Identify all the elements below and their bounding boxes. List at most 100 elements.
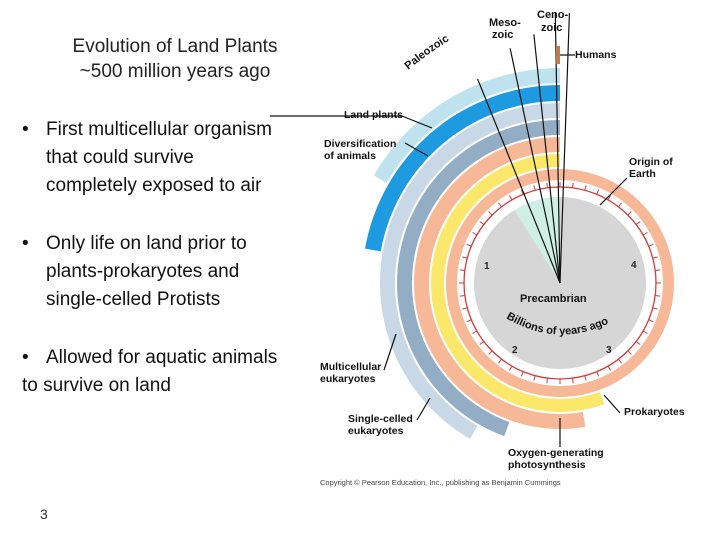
dial-tick xyxy=(509,365,513,371)
band-multicellular-eukaryotes xyxy=(380,103,560,439)
dial-tick xyxy=(459,269,465,271)
bullet-line: that could survive xyxy=(46,147,194,168)
slide-title-line-2: ~500 million years ago xyxy=(79,61,271,82)
dial-tick xyxy=(533,375,536,381)
leader-multicellular xyxy=(383,333,397,371)
label-single-celled-2: eukaryotes xyxy=(348,425,404,437)
band-salmon-tail xyxy=(554,412,586,429)
copyright-text: Copyright © Pearson Education, Inc., pub… xyxy=(320,478,561,487)
dial-tick xyxy=(509,195,513,201)
dial-number: 4 xyxy=(631,260,637,271)
bullet-dot: • xyxy=(22,347,29,368)
band-single-celled-eukaryotes xyxy=(397,120,560,437)
dial-tick xyxy=(488,350,493,355)
label-multicellular-1: Multicellular xyxy=(320,361,381,373)
label-multicellular-2: eukaryotes xyxy=(320,373,376,385)
bullet-line: First multicellular organism xyxy=(46,119,272,140)
humans-marker xyxy=(556,46,560,64)
dial-tick xyxy=(655,295,661,297)
bullet-line: to survive on land xyxy=(22,375,171,396)
dial-tick xyxy=(618,202,622,208)
radial-line-2 xyxy=(533,34,561,284)
era-paleozoic: Paleozoic xyxy=(403,33,452,73)
label-precambrian: Precambrian xyxy=(520,293,587,305)
slide-title-line-1: Evolution of Land Plants xyxy=(72,36,278,57)
dial-tick xyxy=(596,371,600,377)
dial-tick xyxy=(642,232,648,236)
dial-tick xyxy=(642,330,648,334)
leader-land-plants-3 xyxy=(401,115,433,129)
label-oxygen-1: Oxygen-generating xyxy=(508,447,604,459)
dial-tick xyxy=(462,256,468,259)
dial-tick xyxy=(479,341,485,345)
dial-tick xyxy=(546,378,548,384)
paleozoic-wedge xyxy=(514,197,560,283)
dial-tick xyxy=(596,189,600,195)
dial-tick xyxy=(618,358,622,364)
dial-tick xyxy=(459,295,465,297)
radial-line-1 xyxy=(509,48,561,284)
slide-title: Evolution of Land Plants ~500 million ye… xyxy=(40,34,310,84)
dial-tick xyxy=(520,189,524,195)
dial-tick xyxy=(520,371,524,377)
label-humans: Humans xyxy=(575,49,617,61)
dial-tick xyxy=(635,341,641,345)
label-single-celled-1: Single-celled xyxy=(348,413,413,425)
bullet-item: • Allowed for aquatic animals to survive… xyxy=(22,344,277,400)
dial-tick xyxy=(652,256,658,259)
dial-tick xyxy=(462,307,468,310)
leader-origin xyxy=(599,177,628,206)
dial-tick xyxy=(533,185,536,191)
label-diversification-1: Diversification xyxy=(324,138,396,150)
dial-tick xyxy=(648,243,654,247)
dial-tick xyxy=(546,182,548,188)
band-land-plants-outer xyxy=(373,68,560,183)
dial-tick xyxy=(472,330,478,334)
dial-tick xyxy=(472,232,478,236)
dial-tick xyxy=(572,378,574,384)
leader-single-celled xyxy=(416,397,431,421)
dial-tick xyxy=(498,202,502,208)
dial-tick xyxy=(652,307,658,310)
bullet-line: Allowed for aquatic animals xyxy=(46,347,278,368)
era-cenozoic-1: Ceno- xyxy=(537,9,569,21)
bullet-line: plants-prokaryotes and xyxy=(46,261,240,282)
label-oxygen-2: photosynthesis xyxy=(508,459,586,471)
bullet-dot: • xyxy=(22,119,29,140)
leader-prokaryotes xyxy=(603,394,621,414)
label-land-plants: Land plants xyxy=(344,109,403,121)
label-origin-2: Earth xyxy=(629,168,656,180)
page-number: 3 xyxy=(40,506,48,522)
dial-tick xyxy=(648,319,654,323)
dial-tick xyxy=(607,365,611,371)
dial-tick xyxy=(627,211,632,216)
dial-tick xyxy=(498,358,502,364)
label-origin-1: Origin of xyxy=(629,156,673,168)
dial-tick xyxy=(466,243,472,247)
era-mesozoic-2: zoic xyxy=(492,29,513,41)
bullet-dot: • xyxy=(22,233,29,254)
era-cenozoic-2: zoic xyxy=(541,22,562,34)
bullet-item: • First multicellular organism that coul… xyxy=(22,116,272,200)
radial-line-4 xyxy=(559,13,571,284)
dial-number: 2 xyxy=(512,345,518,356)
dial-tick xyxy=(488,211,493,216)
bullet-line: Only life on land prior to xyxy=(46,233,247,254)
band-yellow-tail xyxy=(590,392,605,408)
dial-tick xyxy=(584,375,587,381)
bullet-line: completely exposed to air xyxy=(46,175,262,196)
dial-number: 1 xyxy=(484,261,490,272)
era-paleozoic-text: Paleozoic xyxy=(403,33,452,73)
label-prokaryotes: Prokaryotes xyxy=(624,406,685,418)
dial-tick xyxy=(607,195,611,201)
dial-tick xyxy=(627,350,632,355)
label-diversification-2: of animals xyxy=(324,150,376,162)
dial-number: 3 xyxy=(606,345,612,356)
bullet-item: • Only life on land prior to plants-prok… xyxy=(22,230,247,314)
dial-tick xyxy=(479,221,485,225)
bullet-line: single-celled Protists xyxy=(46,289,221,310)
dial-tick xyxy=(635,221,641,225)
dial-tick xyxy=(572,182,574,188)
